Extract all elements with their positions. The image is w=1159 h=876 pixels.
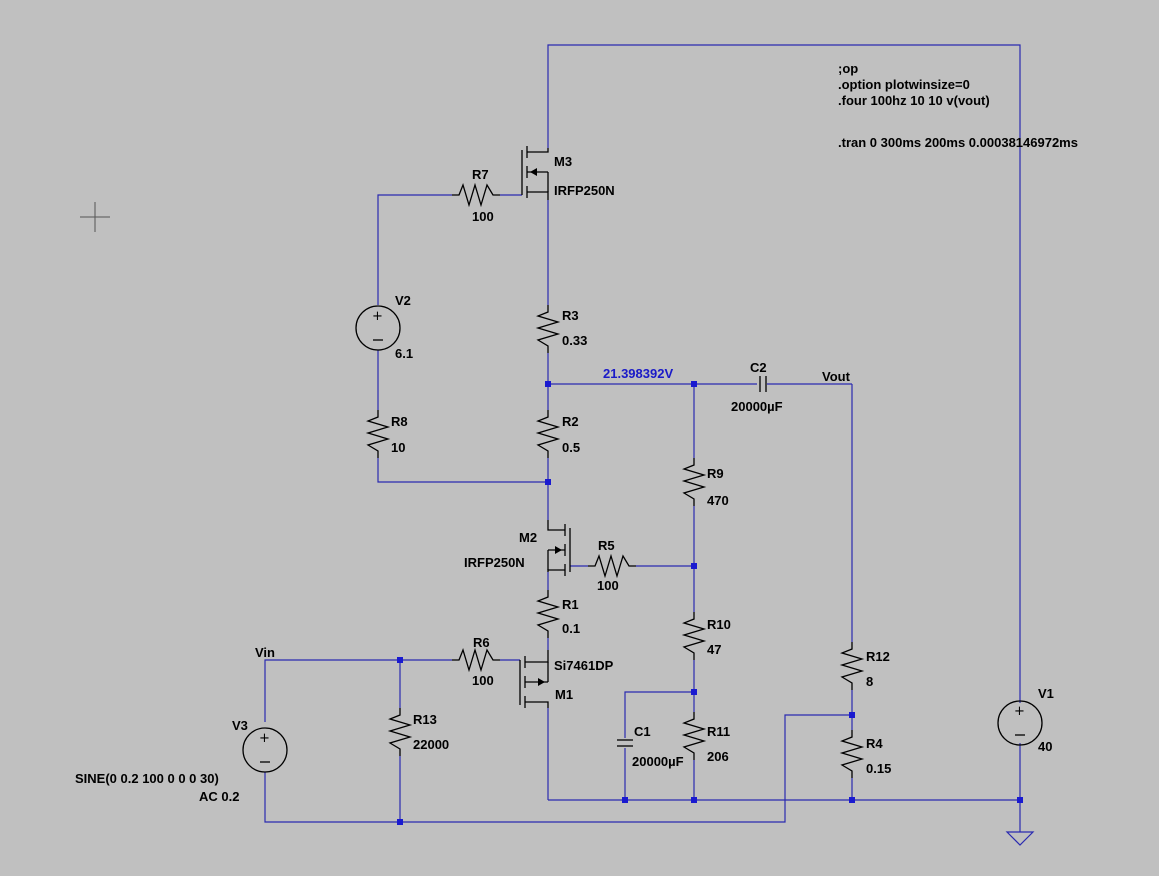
r2-symbol bbox=[535, 410, 561, 458]
r3-value[interactable]: 0.33 bbox=[562, 333, 587, 348]
net-label-vin[interactable]: Vin bbox=[255, 645, 275, 660]
directive-four[interactable]: .four 100hz 10 10 v(vout) bbox=[838, 93, 990, 108]
node-voltage-label: 21.398392V bbox=[603, 366, 673, 381]
svg-text:+: + bbox=[372, 309, 383, 324]
r4-name[interactable]: R4 bbox=[866, 736, 883, 751]
svg-text:+: + bbox=[1014, 704, 1025, 719]
r4-symbol bbox=[839, 730, 865, 778]
r2-value[interactable]: 0.5 bbox=[562, 440, 580, 455]
r7-value[interactable]: 100 bbox=[472, 209, 494, 224]
r7-name[interactable]: R7 bbox=[472, 167, 489, 182]
r7-symbol bbox=[452, 182, 500, 208]
r8-value[interactable]: 10 bbox=[391, 440, 405, 455]
r12-name[interactable]: R12 bbox=[866, 649, 890, 664]
junction-nodes bbox=[397, 381, 1023, 825]
r6-name[interactable]: R6 bbox=[473, 635, 490, 650]
wires bbox=[264, 44, 1035, 846]
spice-directives[interactable]: ;op .option plotwinsize=0 .four 100hz 10… bbox=[838, 61, 1078, 150]
r11-symbol bbox=[681, 712, 707, 760]
r11-name[interactable]: R11 bbox=[707, 724, 730, 739]
net-label-vout[interactable]: Vout bbox=[822, 369, 851, 384]
mosfet-m1-symbol bbox=[519, 650, 549, 708]
r10-value[interactable]: 47 bbox=[707, 642, 721, 657]
r3-symbol bbox=[535, 305, 561, 353]
r1-symbol bbox=[535, 590, 561, 638]
c2-value[interactable]: 20000µF bbox=[731, 399, 783, 414]
r4-value[interactable]: 0.15 bbox=[866, 761, 891, 776]
v3-symbol: + bbox=[242, 727, 288, 773]
r6-symbol bbox=[452, 647, 500, 673]
v3-name[interactable]: V3 bbox=[232, 718, 248, 733]
r12-symbol bbox=[839, 642, 865, 690]
resistor-symbols bbox=[365, 182, 865, 778]
r10-name[interactable]: R10 bbox=[707, 617, 731, 632]
c1-name[interactable]: C1 bbox=[634, 724, 651, 739]
r9-name[interactable]: R9 bbox=[707, 466, 724, 481]
m2-model[interactable]: IRFP250N bbox=[464, 555, 525, 570]
r9-symbol bbox=[681, 458, 707, 506]
voltage-source-symbols: + + + bbox=[242, 305, 1043, 773]
r5-name[interactable]: R5 bbox=[598, 538, 615, 553]
mosfet-m2-symbol bbox=[547, 520, 571, 576]
v1-symbol: + bbox=[997, 700, 1043, 746]
m1-model[interactable]: Si7461DP bbox=[554, 658, 614, 673]
v2-value[interactable]: 6.1 bbox=[395, 346, 413, 361]
r5-value[interactable]: 100 bbox=[597, 578, 619, 593]
v1-value[interactable]: 40 bbox=[1038, 739, 1052, 754]
mosfet-m3-symbol bbox=[521, 146, 549, 200]
v1-name[interactable]: V1 bbox=[1038, 686, 1054, 701]
crosshair-cursor-icon bbox=[80, 202, 110, 232]
r10-symbol bbox=[681, 612, 707, 660]
r8-symbol bbox=[365, 410, 391, 458]
r6-value[interactable]: 100 bbox=[472, 673, 494, 688]
r5-symbol bbox=[588, 553, 636, 579]
r3-name[interactable]: R3 bbox=[562, 308, 579, 323]
capacitor-symbols bbox=[617, 376, 767, 747]
r2-name[interactable]: R2 bbox=[562, 414, 579, 429]
c2-symbol bbox=[759, 376, 767, 392]
r1-value[interactable]: 0.1 bbox=[562, 621, 580, 636]
r12-value[interactable]: 8 bbox=[866, 674, 873, 689]
r13-value[interactable]: 22000 bbox=[413, 737, 449, 752]
c1-symbol bbox=[617, 739, 633, 747]
directive-tran[interactable]: .tran 0 300ms 200ms 0.00038146972ms bbox=[838, 135, 1078, 150]
v3-value-ac[interactable]: AC 0.2 bbox=[199, 789, 239, 804]
m3-model[interactable]: IRFP250N bbox=[554, 183, 615, 198]
r11-value[interactable]: 206 bbox=[707, 749, 729, 764]
r1-name[interactable]: R1 bbox=[562, 597, 579, 612]
c1-value[interactable]: 20000µF bbox=[632, 754, 684, 769]
r13-name[interactable]: R13 bbox=[413, 712, 437, 727]
c2-name[interactable]: C2 bbox=[750, 360, 767, 375]
v2-symbol: + bbox=[355, 305, 401, 351]
m2-name[interactable]: M2 bbox=[519, 530, 537, 545]
v2-name[interactable]: V2 bbox=[395, 293, 411, 308]
directive-op[interactable]: ;op bbox=[838, 61, 858, 76]
r8-name[interactable]: R8 bbox=[391, 414, 408, 429]
svg-text:+: + bbox=[259, 731, 270, 746]
r13-symbol bbox=[387, 708, 413, 756]
directive-option[interactable]: .option plotwinsize=0 bbox=[838, 77, 970, 92]
v3-value-sine[interactable]: SINE(0 0.2 100 0 0 0 30) bbox=[75, 771, 219, 786]
m3-name[interactable]: M3 bbox=[554, 154, 572, 169]
m1-name[interactable]: M1 bbox=[555, 687, 573, 702]
r9-value[interactable]: 470 bbox=[707, 493, 729, 508]
